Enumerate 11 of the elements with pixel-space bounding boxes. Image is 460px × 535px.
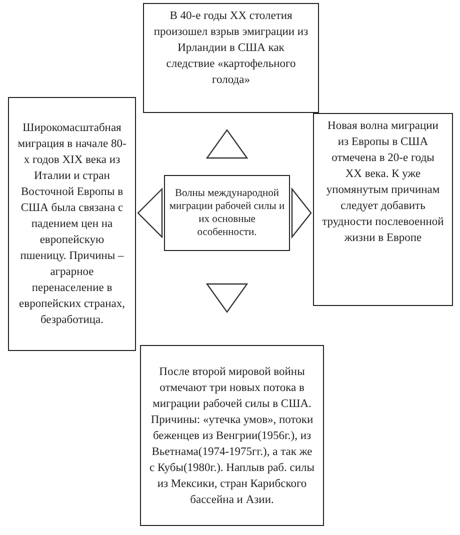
box-text: Широкомасштабная миграция в начале 80-х годов XIX века из Италии и стран Восточной Европы в США была связана с падением цен на европейскую пшеницу. Причины – аграрное перенаселение в европейских странах, безработица. <box>17 121 127 328</box>
box-text: В 40-е годы XX столетия произошел взрыв эмиграции из Ирландии в США как следствие «картофельного голода» <box>152 9 310 88</box>
text-box <box>140 345 324 526</box>
text-box <box>143 3 319 113</box>
box-text: Волны международной миграции рабочей силы и их основные особенности. <box>169 187 285 239</box>
triangle-arrow <box>135 188 165 238</box>
box-text: После второй мировой войны отмечают три новых потока в миграции рабочей силы в США. Причины: «утечка умов», потоки беженцев из Венгрии(1956г.), из Вьетнама(1974-1975гг.), а так же с Кубы(1980г.). Наплыв раб. силы из Мексики, стран Карибского бассейна и Азии. <box>149 364 315 508</box>
text-box <box>8 97 136 351</box>
triangle-arrow <box>289 188 314 238</box>
text-box <box>313 113 453 306</box>
box-text: Новая волна миграции из Европы в США отмечена в 20-е годы XX века. К уже упомянутым причинам следует добавить трудности послевоенной жизни в Европе <box>322 119 444 246</box>
